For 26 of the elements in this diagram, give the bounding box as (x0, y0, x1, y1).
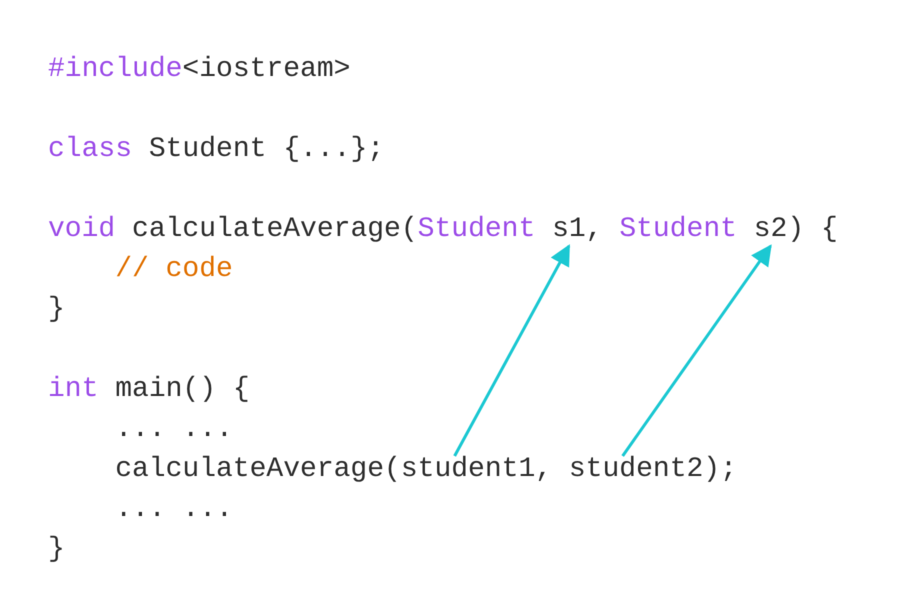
code-text: // code (115, 253, 233, 287)
code-text: class (48, 133, 132, 167)
code-text: calculateAverage( (115, 453, 401, 487)
code-text: Student (418, 213, 536, 247)
code-text: <iostream> (182, 53, 350, 87)
code-text: ) { (787, 213, 838, 247)
code-text: ... ... (115, 493, 233, 527)
code-identifier: s1 (552, 210, 586, 250)
arrow (621, 244, 772, 457)
arrow (453, 244, 570, 457)
code-text: Student (619, 213, 737, 247)
code-text: void (48, 213, 116, 247)
code-text: } (48, 293, 65, 327)
code-text: int (48, 373, 98, 407)
code-identifier: s2 (754, 210, 788, 250)
code-identifier: student2 (568, 450, 704, 490)
code-text: main() { (115, 373, 250, 407)
code-text: , (535, 453, 552, 487)
code-text: calculateAverage( (132, 213, 418, 247)
code-identifier: student1 (400, 450, 536, 490)
code-text: ); (703, 453, 737, 487)
code-text: ... ... (115, 413, 233, 447)
code-text: } (48, 533, 65, 567)
code-text: Student {...}; (148, 133, 384, 167)
code-text: , (586, 213, 603, 247)
code-text: #include (48, 53, 182, 87)
